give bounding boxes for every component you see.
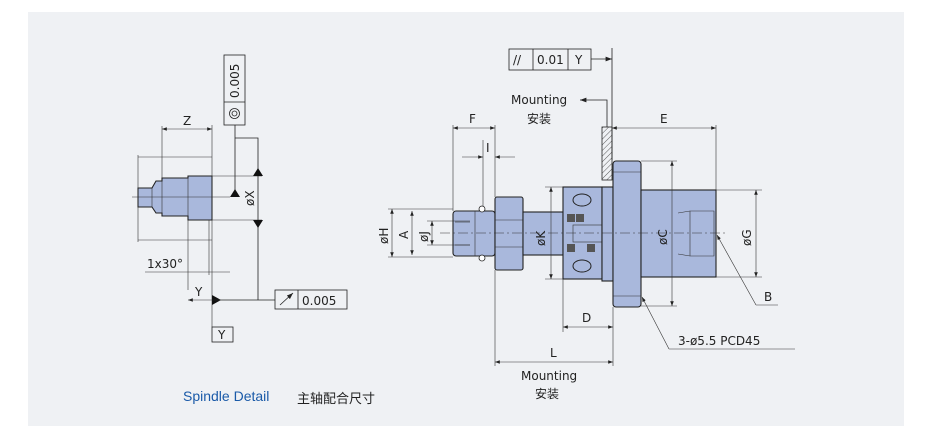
dim-e-label: E	[660, 112, 668, 126]
parallelism-frame	[508, 48, 592, 71]
runout-frame	[274, 289, 348, 310]
mounting-surface	[601, 126, 613, 181]
mounting-flange	[612, 160, 642, 308]
spindle-left-view: Z 1x30° 0.005 øX Y 0.005 Y	[132, 54, 348, 343]
mounting-top-label-zh: 安装	[527, 111, 551, 126]
chamfer-label: 1x30°	[147, 257, 183, 271]
holes-label: 3-ø5.5 PCD45	[678, 334, 760, 348]
runout-icon	[279, 292, 294, 306]
parallelism-datum: Y	[574, 53, 583, 67]
concentricity-value: 0.005	[228, 64, 242, 98]
concentricity-icon	[229, 108, 240, 119]
concentricity-frame	[223, 54, 246, 126]
dim-y-label: Y	[194, 285, 203, 299]
dim-x-label: øX	[243, 190, 257, 206]
spindle-shaft	[137, 175, 213, 221]
dim-g-label: øG	[740, 229, 754, 246]
label-b: B	[764, 290, 772, 304]
dim-z-label: Z	[183, 114, 191, 128]
motor-adapter	[640, 189, 717, 278]
mounting-bottom-label: Mounting	[521, 369, 577, 383]
parallelism-icon: //	[513, 53, 522, 67]
spindle-nut	[494, 196, 524, 271]
mounting-top-label: Mounting	[511, 93, 567, 107]
parallelism-value: 0.01	[537, 53, 564, 67]
caption-title-zh: 主轴配合尺寸	[297, 392, 376, 407]
runout-value: 0.005	[302, 294, 336, 308]
spindle-assembly-view: // 0.01 Y Mounting 安装	[377, 48, 795, 401]
dim-c-label: øC	[656, 229, 670, 245]
dim-h-label: øH	[377, 228, 391, 244]
flange-hub	[601, 186, 614, 282]
datum-label: Y	[217, 328, 226, 342]
datum-frame	[211, 326, 234, 343]
dim-k-label: øK	[534, 230, 548, 246]
caption-title: Spindle Detail	[183, 388, 270, 404]
dim-d-label: D	[582, 311, 591, 325]
mounting-bottom-label-zh: 安装	[535, 386, 559, 401]
dim-f-label: F	[469, 112, 476, 126]
dim-j-label: øJ	[417, 231, 431, 242]
dim-l-label: L	[550, 346, 557, 360]
collet-nut	[452, 210, 496, 257]
dim-i-label: I	[486, 141, 490, 155]
dim-a-label: A	[397, 230, 411, 239]
